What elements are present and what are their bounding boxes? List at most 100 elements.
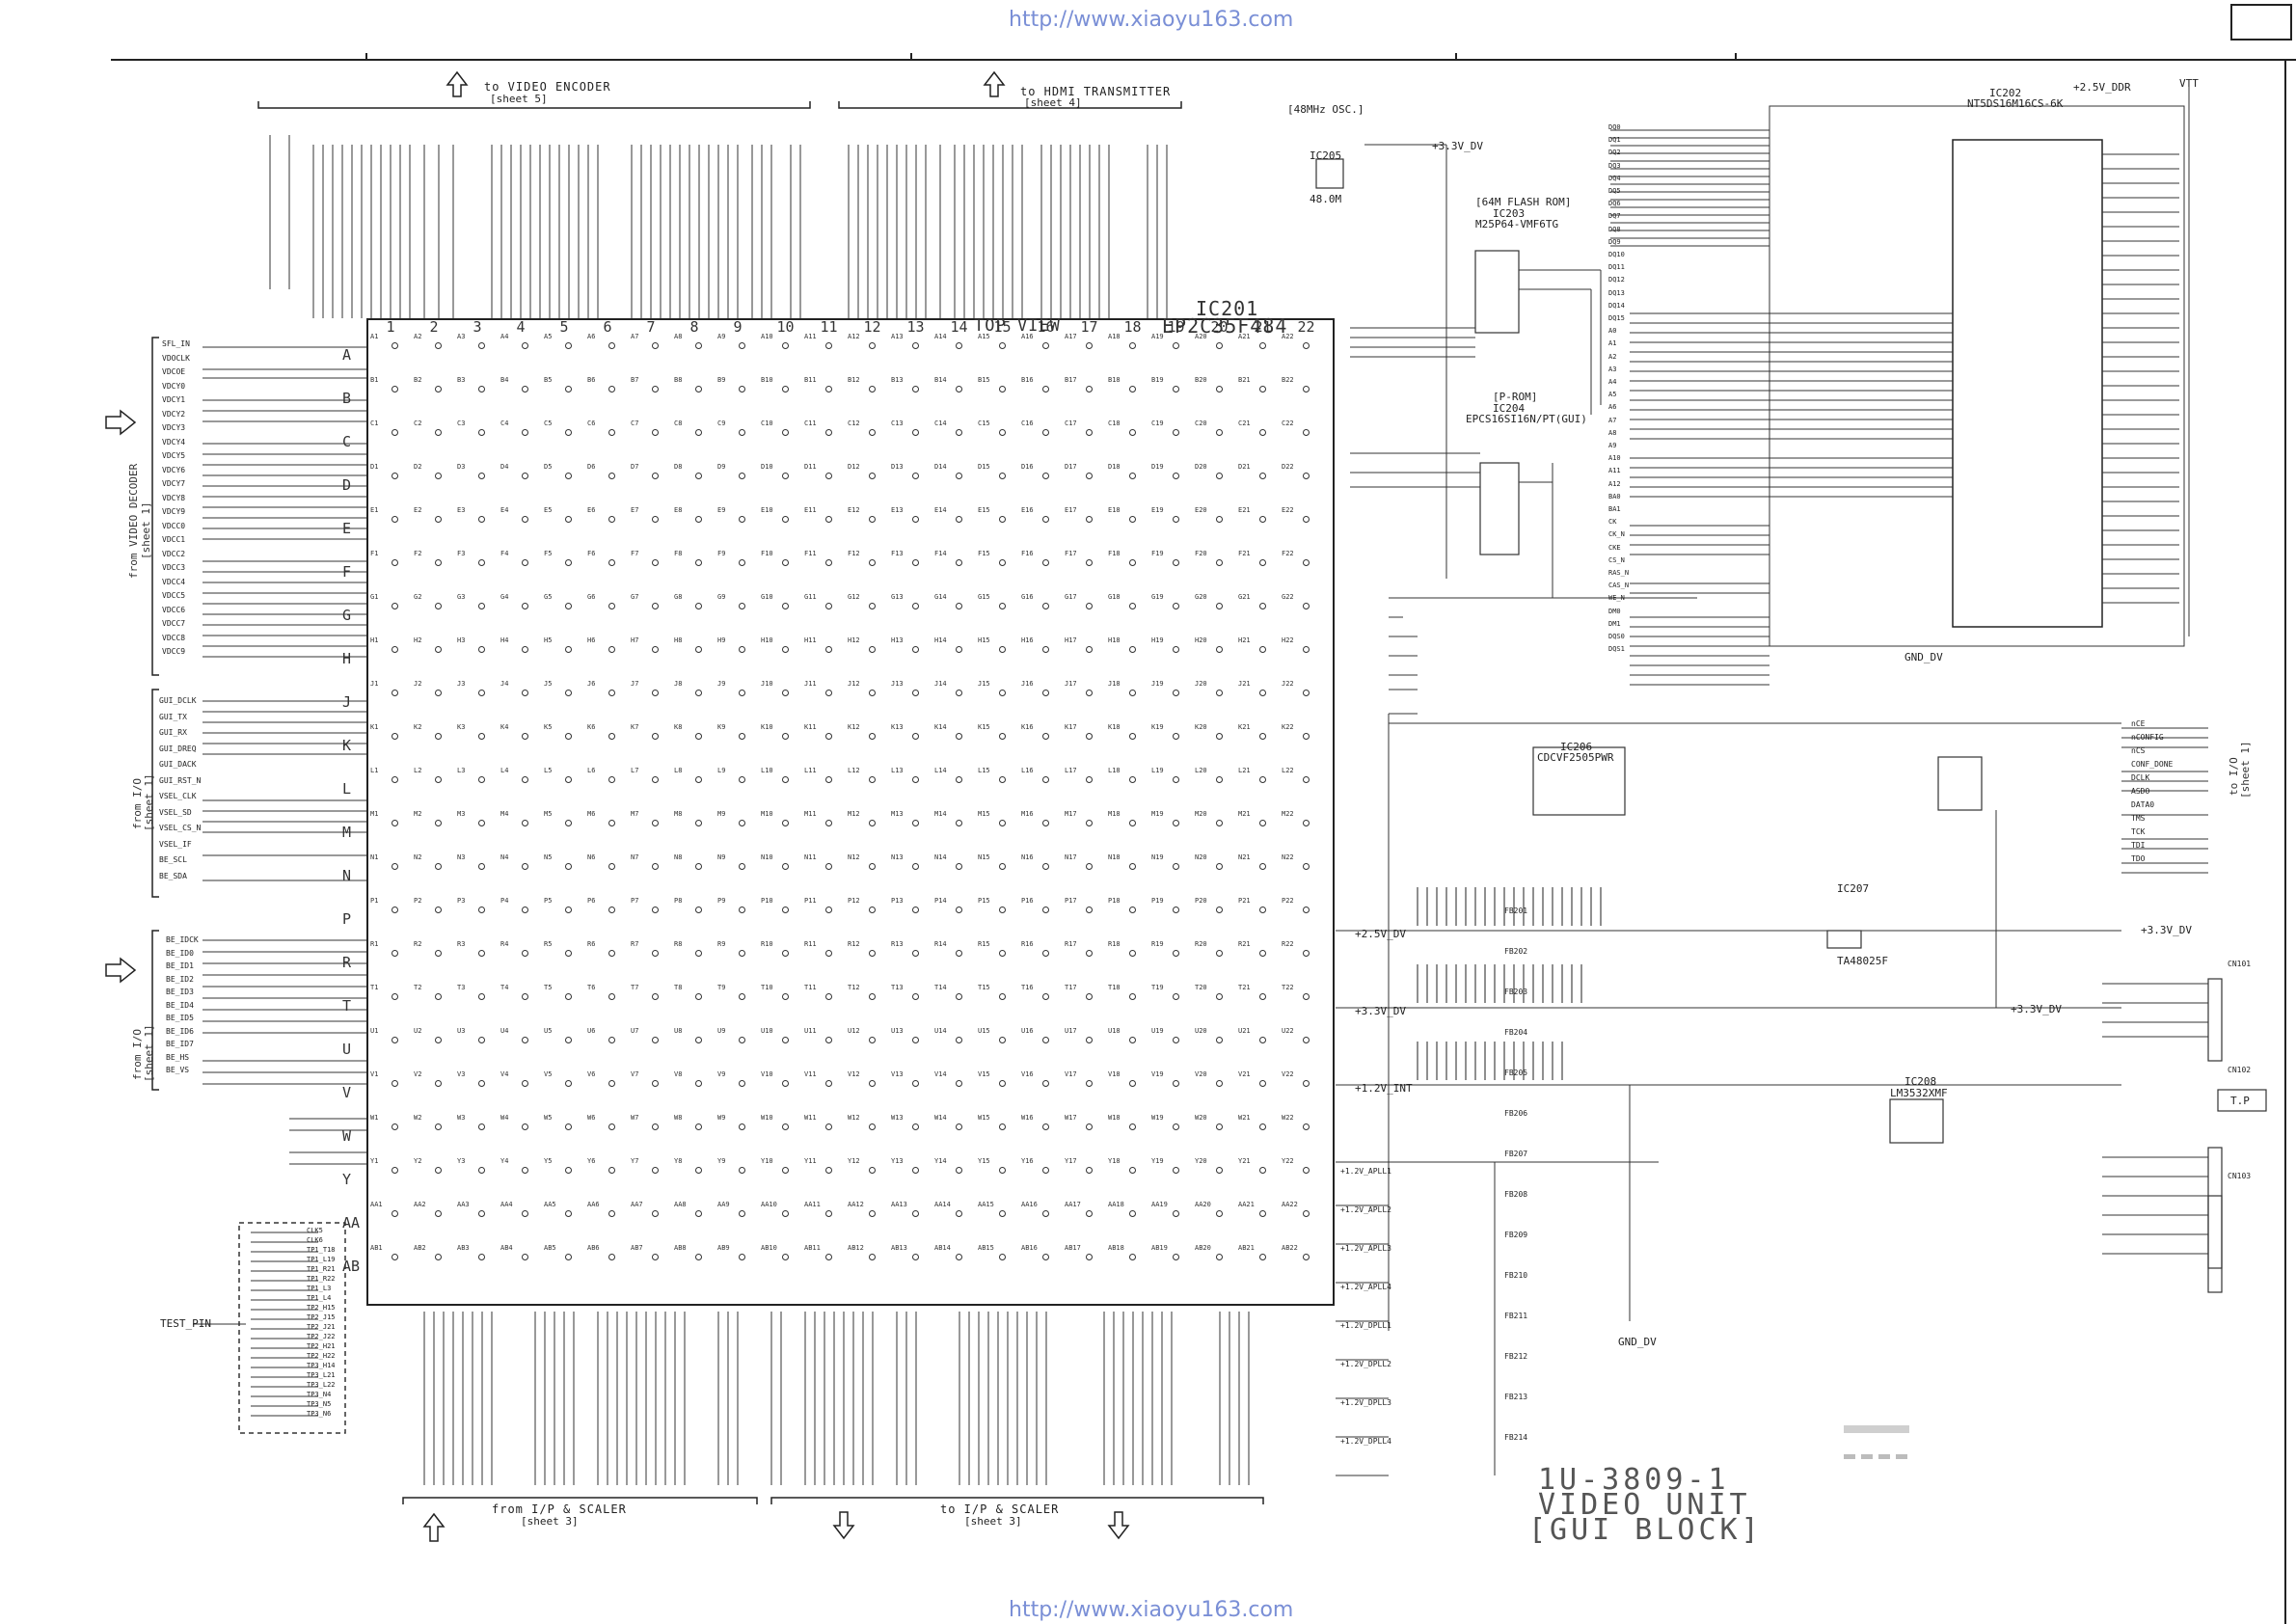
ball-id: C14 [934, 420, 947, 427]
vtt-rail: VTT [2179, 77, 2199, 90]
ball-pad-icon [1259, 907, 1266, 913]
ball-pad-icon [782, 1123, 789, 1130]
fpga-ball: N4 [500, 853, 544, 897]
ball-id: P15 [978, 897, 990, 905]
ball-id: M16 [1021, 810, 1034, 818]
ball-id: AA20 [1195, 1201, 1211, 1208]
fpga-ball: C14 [934, 420, 978, 463]
fpga-ball: K1 [370, 723, 414, 767]
ddr-signal: DQ0 [1608, 123, 1621, 131]
ball-id: R8 [674, 940, 683, 948]
ball-pad-icon [739, 559, 745, 566]
fpga-ball: A13 [891, 333, 934, 376]
fpga-ball: G5 [544, 593, 587, 636]
ball-pad-icon [1042, 473, 1049, 479]
ball-id: AA16 [1021, 1201, 1038, 1208]
fpga-ball: W7 [631, 1114, 674, 1157]
ball-pad-icon [1303, 820, 1310, 826]
ddr-signal: CKE [1608, 543, 1621, 552]
ball-pad-icon [739, 342, 745, 349]
ball-id: M21 [1238, 810, 1251, 818]
ball-pad-icon [956, 863, 962, 870]
ball-pad-icon [392, 559, 398, 566]
ball-id: AA7 [631, 1201, 643, 1208]
ball-id: D16 [1021, 463, 1034, 471]
fpga-ball: D2 [414, 463, 457, 506]
grid-row-R: R [342, 953, 352, 971]
ball-pad-icon [478, 646, 485, 653]
ball-pad-icon [1259, 690, 1266, 696]
ball-pad-icon [1216, 1080, 1223, 1087]
ball-id: J17 [1065, 680, 1077, 688]
fpga-ball: U17 [1065, 1027, 1108, 1070]
ball-pad-icon [435, 1210, 442, 1217]
fpga-ball: F8 [674, 550, 717, 593]
ball-id: AB21 [1238, 1244, 1255, 1252]
ball-id: L11 [804, 767, 817, 774]
ball-pad-icon [956, 473, 962, 479]
ball-id: H7 [631, 636, 639, 644]
fpga-ball: F20 [1195, 550, 1238, 593]
watermark-url-bottom[interactable]: http://www.xiaoyu163.com [1009, 1598, 1294, 1622]
ball-id: G15 [978, 593, 990, 601]
ball-pad-icon [1259, 559, 1266, 566]
fpga-ball: M4 [500, 810, 544, 853]
watermark-url-top[interactable]: http://www.xiaoyu163.com [1009, 8, 1294, 32]
ball-pad-icon [1303, 473, 1310, 479]
ball-id: A7 [631, 333, 639, 340]
ball-id: J11 [804, 680, 817, 688]
ball-pad-icon [392, 690, 398, 696]
fpga-ball: P21 [1238, 897, 1282, 940]
ball-id: E11 [804, 506, 817, 514]
ball-id: W2 [414, 1114, 422, 1122]
fpga-ball: L20 [1195, 767, 1238, 810]
ball-pad-icon [392, 733, 398, 740]
ball-id: M15 [978, 810, 990, 818]
ball-id: A2 [414, 333, 422, 340]
fpga-ball: E1 [370, 506, 414, 550]
ball-id: T1 [370, 984, 379, 991]
fpga-ball: W8 [674, 1114, 717, 1157]
ball-pad-icon [1216, 1210, 1223, 1217]
ball-id: C5 [544, 420, 553, 427]
fpga-ball: B7 [631, 376, 674, 420]
ball-id: C16 [1021, 420, 1034, 427]
ball-pad-icon [869, 1210, 876, 1217]
fpga-ball: K10 [761, 723, 804, 767]
ball-pad-icon [522, 950, 528, 957]
ddr-signal: DQ15 [1608, 314, 1625, 322]
fpga-ball: Y1 [370, 1157, 414, 1201]
ball-id: G17 [1065, 593, 1077, 601]
ball-pad-icon [1173, 993, 1179, 1000]
ball-id: N22 [1282, 853, 1294, 861]
grid-column-7: 7 [646, 318, 656, 336]
fpga-ball: G15 [978, 593, 1021, 636]
ball-id: R14 [934, 940, 947, 948]
ball-id: U15 [978, 1027, 990, 1035]
ball-pad-icon [782, 429, 789, 436]
ball-id: P3 [457, 897, 466, 905]
fpga-ball: A20 [1195, 333, 1238, 376]
grid-column-5: 5 [559, 318, 569, 336]
ball-pad-icon [1042, 950, 1049, 957]
ball-pad-icon [608, 907, 615, 913]
rail-33v-left: +3.3V_DV [1355, 1005, 1406, 1017]
ball-pad-icon [1129, 646, 1136, 653]
ball-pad-icon [1129, 342, 1136, 349]
ball-id: E4 [500, 506, 509, 514]
fpga-ball: U20 [1195, 1027, 1238, 1070]
fpga-ball: T13 [891, 984, 934, 1027]
ball-pad-icon [1173, 559, 1179, 566]
ddr-signal: A2 [1608, 352, 1617, 361]
fpga-ball: K7 [631, 723, 674, 767]
ball-pad-icon [912, 429, 919, 436]
ball-pad-icon [522, 342, 528, 349]
ball-id: C3 [457, 420, 466, 427]
ball-pad-icon [1173, 342, 1179, 349]
fpga-ball: H15 [978, 636, 1021, 680]
ball-pad-icon [825, 1080, 832, 1087]
video-decoder-signal: VDCOE [162, 367, 186, 376]
ball-pad-icon [392, 1254, 398, 1260]
fpga-ball: N18 [1108, 853, 1151, 897]
ball-id: E17 [1065, 506, 1077, 514]
